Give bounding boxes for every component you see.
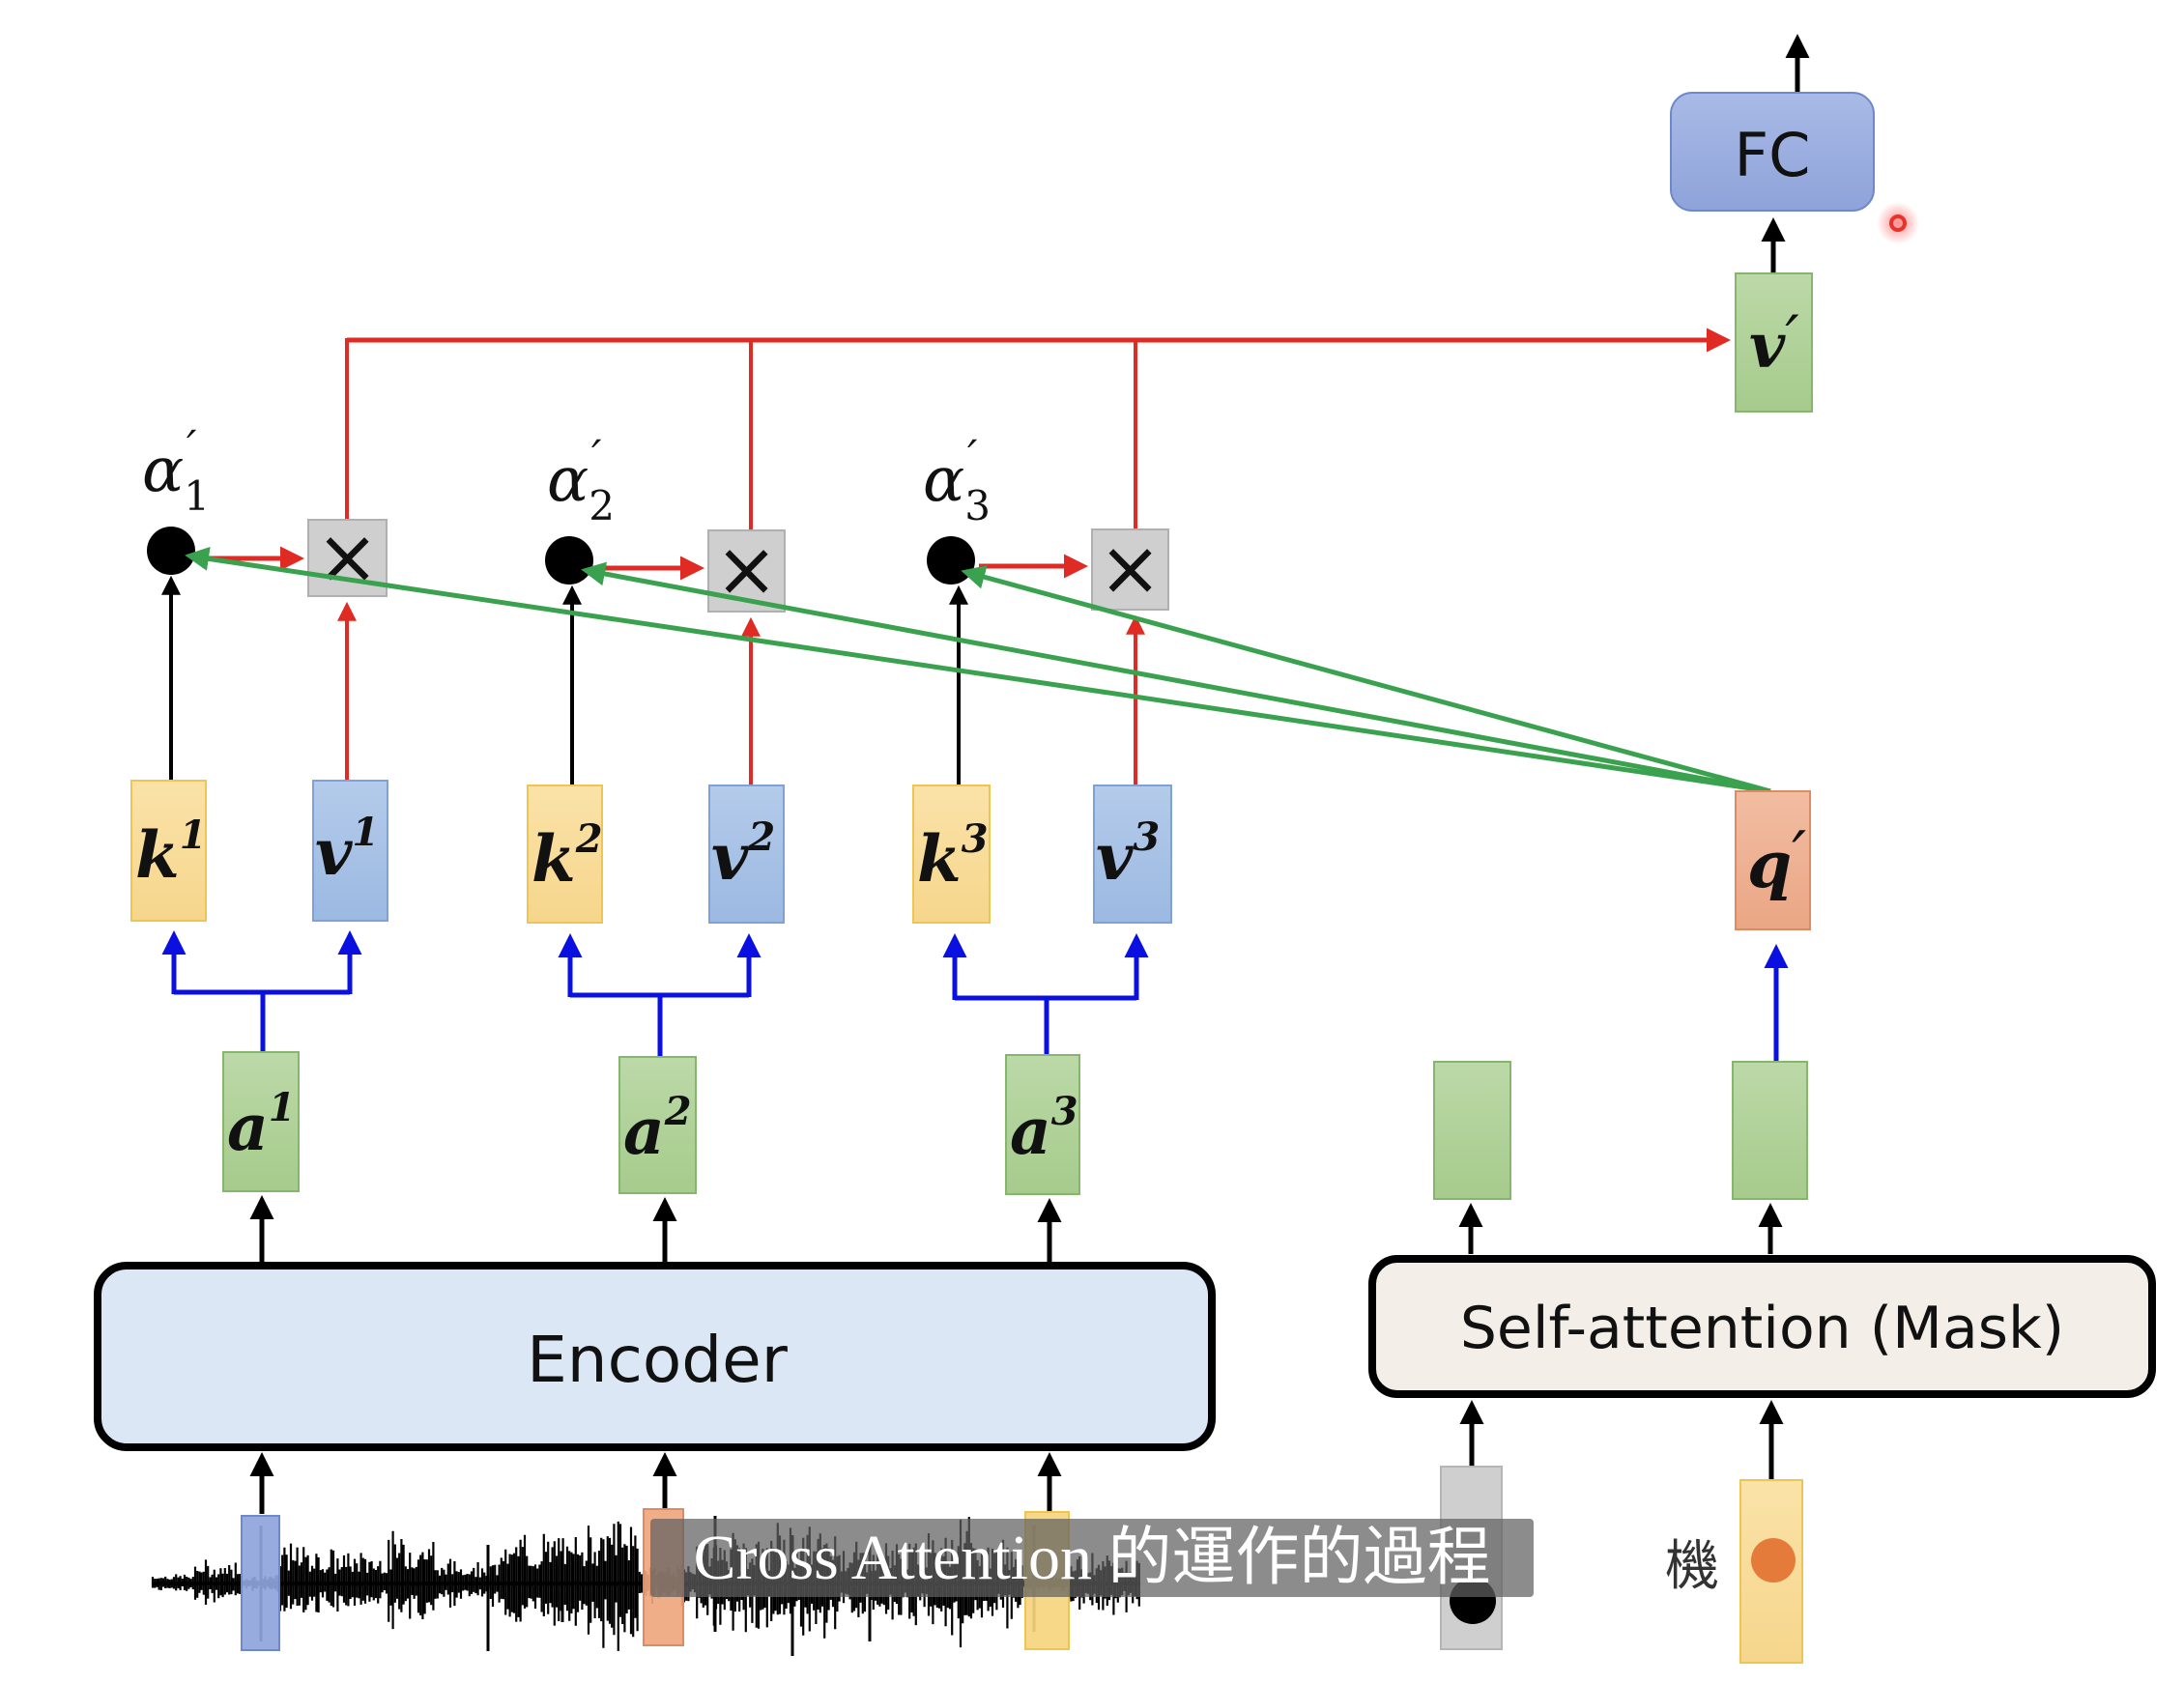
multiply-icon: ×	[1099, 526, 1162, 613]
encoder-label: Encoder	[527, 1323, 789, 1397]
query-vector: q′	[1735, 790, 1811, 930]
alpha-label-2: α2′	[547, 430, 615, 529]
attention-score-dot-3	[927, 536, 975, 585]
vprime-prime: ′	[1785, 303, 1799, 375]
value-vector-3: v3	[1093, 784, 1172, 924]
encoder-output-1: a1	[222, 1051, 300, 1192]
svg-text:v1: v1	[315, 810, 379, 890]
key-vector-2: k2	[527, 784, 603, 924]
laser-pointer-icon	[1877, 202, 1919, 244]
svg-text:q′: q′	[1747, 818, 1806, 902]
svg-text:a2: a2	[623, 1089, 692, 1169]
svg-text:k2: k2	[532, 816, 603, 897]
alpha-label-3: α3′	[923, 430, 991, 529]
attention-score-dot-1	[147, 527, 195, 575]
key-vector-1: k1	[130, 780, 207, 922]
decoder-output-2	[1732, 1061, 1808, 1200]
fc-block: FC	[1670, 92, 1875, 212]
weighted-sum-vector: v′	[1735, 272, 1813, 413]
projection-bracket-2	[558, 933, 762, 1057]
multiply-node-2: ×	[707, 527, 786, 613]
audio-frame-1	[241, 1515, 280, 1651]
masked-self-attention-label: Self-attention (Mask)	[1459, 1295, 2065, 1362]
masked-self-attention-block	[1368, 1255, 2156, 1398]
svg-text:a3: a3	[1010, 1089, 1078, 1169]
value-vector-1: v1	[312, 780, 388, 922]
multiply-icon: ×	[316, 514, 379, 601]
video-subtitle: Cross Attention 的運作的過程	[650, 1519, 1534, 1597]
value-vector-2: v2	[708, 784, 785, 924]
multiply-node-1: ×	[307, 514, 388, 601]
input-character: 機	[1665, 1535, 1719, 1598]
alpha-label-1: α1′	[142, 420, 210, 520]
svg-text:a1: a1	[227, 1085, 296, 1165]
projection-bracket-1	[161, 930, 362, 1052]
vprime-base: v	[1749, 310, 1786, 383]
svg-text:v3: v3	[1096, 814, 1160, 895]
multiply-node-3: ×	[1091, 526, 1169, 613]
projection-bracket-3	[942, 933, 1149, 1055]
query-to-score-arrow-3	[961, 565, 1771, 794]
encoder-output-2: a2	[618, 1056, 697, 1194]
decoder-output-1	[1433, 1061, 1511, 1200]
weighted-sum-bus	[345, 328, 1731, 530]
attention-score-dot-2	[545, 536, 593, 585]
svg-text:v′: v′	[1749, 303, 1799, 383]
encoder-block: Encoder	[94, 1262, 1216, 1451]
character-token-dot-icon	[1751, 1538, 1796, 1583]
encoder-output-3: a3	[1005, 1054, 1080, 1195]
key-vector-3: k3	[912, 784, 991, 924]
svg-text:k1: k1	[135, 813, 207, 893]
svg-text:v2: v2	[711, 814, 775, 895]
fc-label: FC	[1735, 120, 1811, 190]
svg-text:k3: k3	[917, 816, 989, 897]
character-token	[1739, 1479, 1803, 1664]
query-to-score-arrow-1	[185, 546, 1771, 794]
query-to-score-arrow-2	[581, 561, 1771, 794]
